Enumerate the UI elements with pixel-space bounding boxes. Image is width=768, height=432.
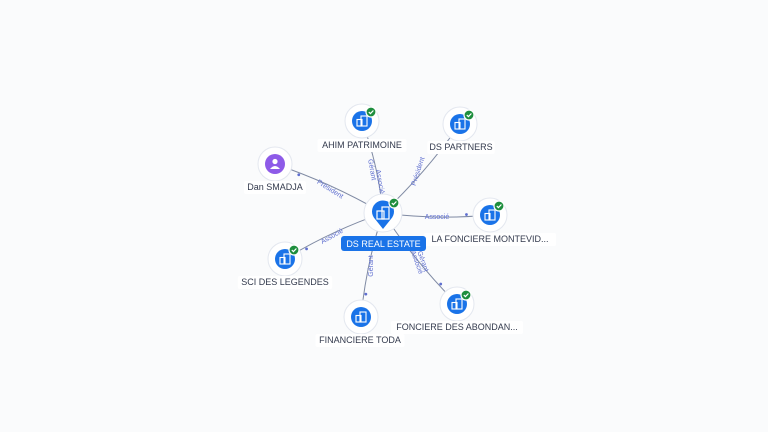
check-badge-icon bbox=[463, 109, 475, 121]
check-badge-icon bbox=[388, 197, 400, 209]
edge-label: Associé bbox=[374, 169, 385, 194]
edge-label: Gérant bbox=[368, 255, 375, 276]
node-label-box bbox=[427, 141, 495, 154]
center-node[interactable]: DS REAL ESTATE bbox=[341, 193, 426, 251]
edge-arrow bbox=[465, 213, 468, 216]
node-label: FONCIERE DES ABONDAN... bbox=[396, 322, 518, 332]
edge-label: Gérant bbox=[366, 159, 377, 181]
node-fonciere[interactable]: FONCIERE DES ABONDAN... bbox=[390, 286, 524, 334]
node-label-box bbox=[237, 276, 333, 289]
node-label: AHIM PATRIMOINE bbox=[322, 140, 402, 150]
node-label: SCI DES LEGENDES bbox=[241, 277, 329, 287]
node-dspartners[interactable]: DS PARTNERS bbox=[427, 106, 495, 154]
building-icon bbox=[376, 206, 390, 220]
building-icon bbox=[484, 209, 496, 221]
check-badge-icon bbox=[288, 244, 300, 256]
nodes-layer: AHIM PATRIMOINE DS PARTNERS Dan SMADJA LA F… bbox=[237, 103, 557, 347]
node-label-box bbox=[315, 334, 405, 347]
node-label: LA FONCIERE MONTEVID... bbox=[431, 234, 548, 244]
node-label-box bbox=[390, 321, 524, 334]
building-icon bbox=[279, 253, 291, 265]
building-icon bbox=[356, 115, 368, 127]
person-icon bbox=[270, 158, 280, 169]
node-label-box bbox=[244, 181, 306, 194]
edge-arrow bbox=[364, 292, 368, 296]
edge-arrow bbox=[297, 173, 301, 177]
node-label: FINANCIERE TODA bbox=[319, 335, 401, 345]
node-label-box bbox=[317, 139, 407, 152]
node-ahim[interactable]: AHIM PATRIMOINE bbox=[317, 103, 407, 152]
edge-arrow bbox=[439, 282, 443, 286]
check-badge-icon bbox=[365, 106, 377, 118]
node-label: DS PARTNERS bbox=[429, 142, 492, 152]
building-icon bbox=[355, 311, 367, 323]
center-label-box bbox=[341, 236, 426, 251]
building-icon bbox=[451, 298, 463, 310]
edge-label: Associé bbox=[425, 214, 450, 221]
edge-label: Associé bbox=[320, 227, 345, 245]
check-badge-icon bbox=[460, 289, 472, 301]
edge-arrow bbox=[305, 247, 308, 251]
building-icon bbox=[454, 118, 466, 130]
edge-label: Président bbox=[411, 156, 427, 186]
node-sci[interactable]: SCI DES LEGENDES bbox=[237, 241, 333, 289]
center-label: DS REAL ESTATE bbox=[346, 239, 420, 249]
node-label-box bbox=[423, 233, 557, 246]
node-financiere[interactable]: FINANCIERE TODA bbox=[315, 299, 405, 347]
node-label: Dan SMADJA bbox=[247, 182, 303, 192]
check-badge-icon bbox=[493, 200, 505, 212]
node-dan[interactable]: Dan SMADJA bbox=[244, 146, 306, 194]
node-lafonciere[interactable]: LA FONCIERE MONTEVID... bbox=[423, 197, 557, 246]
